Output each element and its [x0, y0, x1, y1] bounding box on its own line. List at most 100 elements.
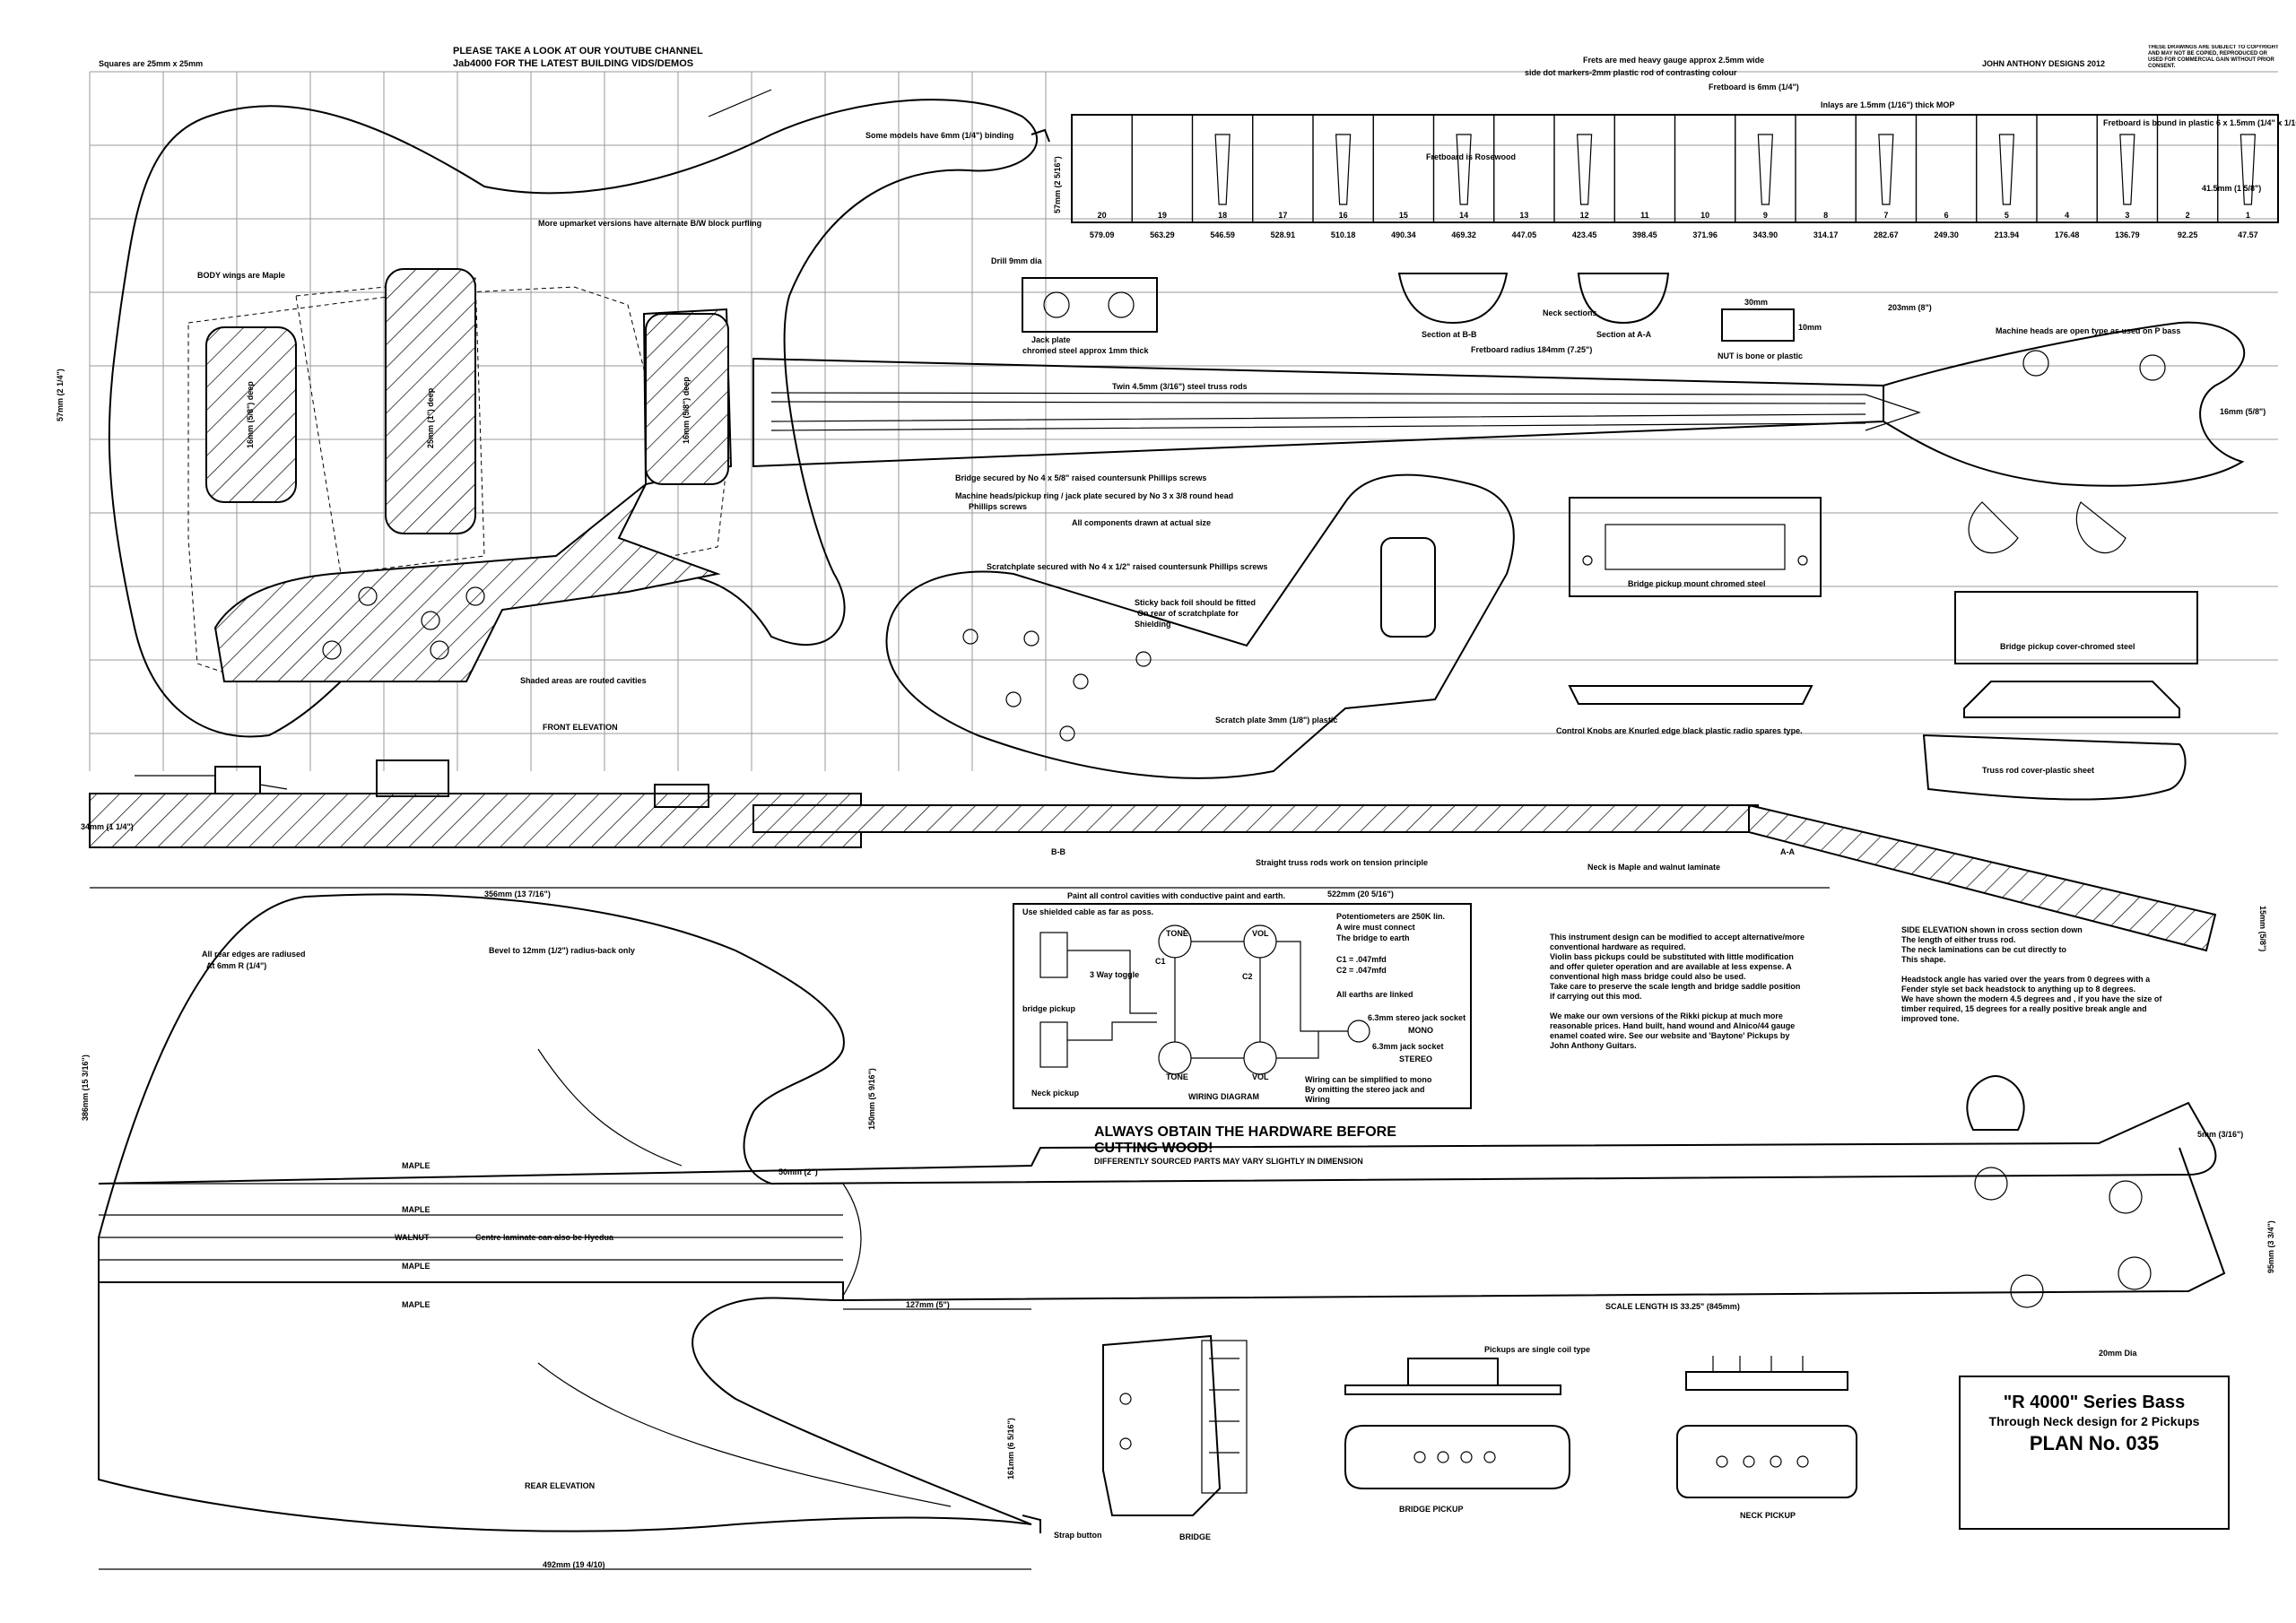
fret-distance: 92.25 — [2178, 230, 2198, 239]
mod-text-line: and offer quieter operation and are avai… — [1550, 962, 1792, 971]
fret-distance: 47.57 — [2238, 230, 2258, 239]
fret-number: 6 — [1944, 211, 1949, 220]
neck-sections-label: Neck sections — [1543, 308, 1597, 317]
walnut-label: WALNUT — [395, 1233, 430, 1242]
fret-distance: 398.45 — [1632, 230, 1657, 239]
rear-slot-dim: 5mm (3/16") — [2197, 1130, 2243, 1139]
mono-note-1: Wiring can be simplified to mono — [1305, 1075, 1432, 1084]
fret-distance: 469.32 — [1451, 230, 1476, 239]
mod-text-line: This instrument design can be modified t… — [1550, 933, 1805, 942]
warning-line-3: DIFFERENTLY SOURCED PARTS MAY VARY SLIGH… — [1094, 1157, 1363, 1166]
side-text-line: The neck laminations can be cut directly… — [1901, 945, 2067, 954]
rear-body-height: 386mm (15 3/16") — [81, 1055, 90, 1121]
fret-number: 10 — [1700, 211, 1709, 220]
side-text-line: The length of either truss rod. — [1901, 935, 2016, 944]
fret-number: 19 — [1158, 211, 1167, 220]
rear-mid-height: 150mm (5 9/16") — [867, 1068, 876, 1130]
fretboard-binding: Fretboard is bound in plastic 6 x 1.5mm … — [2103, 118, 2296, 127]
fret-number: 17 — [1278, 211, 1287, 220]
truss-front-label: Twin 4.5mm (3/16") steel truss rods — [1112, 382, 1248, 391]
fretboard-width-left: 57mm (2 5/16") — [1053, 156, 1062, 213]
fret-number: 15 — [1399, 211, 1408, 220]
mod-text-line: reasonable prices. Hand built, hand woun… — [1550, 1021, 1795, 1030]
shield-note: Use shielded cable as far as poss. — [1022, 907, 1153, 916]
neck-material-note: Neck is Maple and walnut laminate — [1587, 863, 1720, 872]
bridge-label: BRIDGE — [1179, 1532, 1211, 1541]
fret-inlay — [1757, 134, 1774, 205]
fret-distance: 563.29 — [1150, 230, 1175, 239]
fret-inlay — [1878, 134, 1894, 205]
nut-note: NUT is bone or plastic — [1718, 352, 1803, 360]
warning-line-2: CUTTING WOOD! — [1094, 1141, 1213, 1156]
machine-heads-note: Machine heads are open type as used on P… — [1996, 326, 2180, 335]
control-knobs-note: Control Knobs are Knurled edge black pla… — [1556, 726, 1803, 735]
mono-note-3: Wiring — [1305, 1095, 1330, 1104]
fret-distance: 282.67 — [1874, 230, 1899, 239]
paint-note: Paint all control cavities with conducti… — [1067, 891, 1285, 900]
mod-text-line: enamel coated wire. See our website and … — [1550, 1031, 1789, 1040]
fret-distance: 423.45 — [1572, 230, 1597, 239]
fret-distance: 510.18 — [1331, 230, 1356, 239]
rear-radius-2: At 6mm R (1/4") — [206, 961, 266, 970]
pickup-depth-2: 25mm (1") deep — [426, 387, 435, 448]
warning-line-1: ALWAYS OBTAIN THE HARDWARE BEFORE — [1094, 1124, 1396, 1140]
bridge-cover-label: Bridge pickup cover-chromed steel — [2000, 642, 2135, 651]
side-elevation-notes: SIDE ELEVATION shown in cross section do… — [1901, 925, 2162, 1023]
side-text-line: We have shown the modern 4.5 degrees and… — [1901, 994, 2162, 1003]
fret-inlay — [1335, 134, 1352, 205]
fretboard-material: Fretboard is Rosewood — [1426, 152, 1516, 161]
stereo-jack: 6.3mm stereo jack socket — [1368, 1013, 1465, 1022]
earth-note: All earths are linked — [1336, 990, 1413, 999]
fret-number: 8 — [1823, 211, 1828, 220]
scratchplate-material: Scratch plate 3mm (1/8") plastic — [1215, 716, 1337, 725]
cap-1: C1 — [1155, 957, 1166, 966]
fret-number: 7 — [1883, 211, 1888, 220]
foil-note-2: On rear of scratchplate for — [1137, 609, 1239, 618]
side-bb: B-B — [1051, 847, 1065, 856]
pickup-depth-1: 16mm (5/8") deep — [246, 381, 255, 448]
grid-lines — [89, 71, 2278, 771]
mod-text-line: We make our own versions of the Rikki pi… — [1550, 1011, 1783, 1020]
fret-number: 18 — [1218, 211, 1227, 220]
nut-width: 30mm — [1744, 298, 1768, 307]
side-text-line: Fender style set back headstock to anyth… — [1901, 985, 2135, 994]
mod-text-line: if carrying out this mod. — [1550, 992, 1642, 1001]
jack-plate-label: Jack plate — [1031, 335, 1071, 344]
wing-dim: 50mm (2") — [778, 1167, 818, 1176]
rear-head-width: 95mm (3 3/4") — [2266, 1220, 2275, 1273]
fret-number: 2 — [2186, 211, 2190, 220]
scratchplate-screws: Scratchplate secured with No 4 x 1/2" ra… — [987, 562, 1267, 571]
front-elevation-label: FRONT ELEVATION — [543, 723, 618, 732]
fret-number: 4 — [2065, 211, 2069, 220]
fret-distance: 371.96 — [1692, 230, 1718, 239]
stereo-label: STEREO — [1399, 1055, 1432, 1063]
shaded-note: Shaded areas are routed cavities — [520, 676, 647, 685]
bottom-pickups: Pickups are single coil type BRIDGE PICK… — [1344, 1345, 1857, 1520]
pickup-hardware: Bridge pickup mount chromed steel Bridge… — [1556, 497, 2198, 801]
front-body: Some models have 6mm (1/4") binding More… — [56, 89, 1050, 738]
tone-2: TONE — [1166, 1072, 1188, 1081]
pots-note-3: The bridge to earth — [1336, 933, 1410, 942]
maple-2: MAPLE — [402, 1205, 430, 1214]
fret-number: 9 — [1763, 211, 1768, 220]
rear-bottom-height: 161mm (6 5/16") — [1006, 1418, 1015, 1480]
fretboard-width-right: 41.5mm (1 5/8") — [2202, 184, 2261, 193]
rear-elevation: All rear edges are radiused At 6mm R (1/… — [81, 893, 2275, 1570]
headstock-width: 16mm (5/8") — [2220, 407, 2266, 416]
header-line-2: Jab4000 FOR THE LATEST BUILDING VIDS/DEM… — [453, 58, 693, 69]
fret-lines: 20579.0919563.2918546.5917528.9116510.18… — [1090, 115, 2279, 239]
bridge-screws-note: Bridge secured by No 4 x 5/8" raised cou… — [955, 473, 1206, 482]
fret-number: 16 — [1339, 211, 1348, 220]
copyright-short: JOHN ANTHONY DESIGNS 2012 — [1982, 59, 2105, 68]
side-text-line: SIDE ELEVATION shown in cross section do… — [1901, 925, 2083, 934]
side-text-line: improved tone. — [1901, 1014, 1960, 1023]
head-height-dim: 15mm (5/8") — [2258, 906, 2267, 951]
plan-title: "R 4000" Series Bass — [2004, 1393, 2185, 1412]
machine-screws-note-1: Machine heads/pickup ring / jack plate s… — [955, 491, 1233, 500]
scratch-plate — [885, 473, 1515, 779]
fret-number: 14 — [1459, 211, 1468, 220]
fretboard: 20579.0919563.2918546.5917528.9116510.18… — [1053, 56, 2296, 239]
fret-distance: 343.90 — [1753, 230, 1779, 239]
scale-length: SCALE LENGTH IS 33.25" (845mm) — [1605, 1302, 1740, 1311]
vol-2: VOL — [1252, 1072, 1269, 1081]
